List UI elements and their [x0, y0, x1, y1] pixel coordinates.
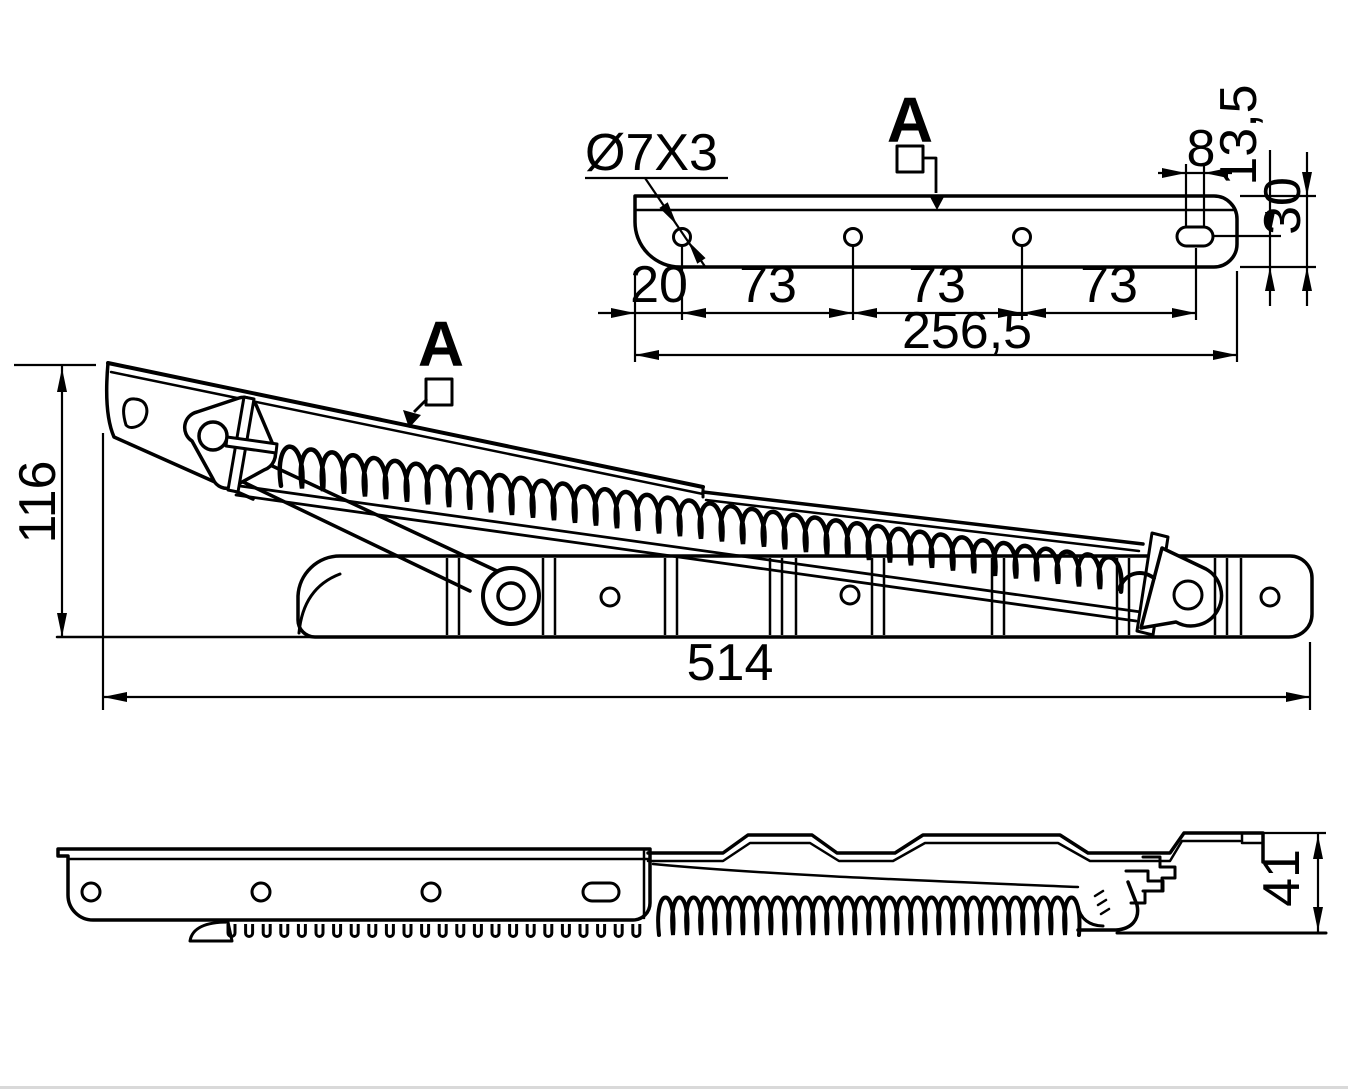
- side-view-hinge-hole: [197, 420, 229, 452]
- labels: Ø7X3 A A 20 73 73 73 256,5 8 13,5 30 116…: [9, 84, 1312, 907]
- dim-spacing-3: 73: [1080, 256, 1138, 314]
- dimension-arrow: [1162, 168, 1186, 178]
- bottom-view-hole-2: [250, 881, 272, 903]
- dimension-arrow: [1213, 350, 1237, 360]
- section-leader-top-view: [923, 156, 938, 193]
- dimension-arrow: [57, 368, 67, 392]
- side-view-spring-coil: [277, 444, 1124, 594]
- dimension-arrow: [1286, 692, 1310, 702]
- side-view-arm-edge-2: [235, 477, 472, 593]
- dim-plate-width: 30: [1254, 177, 1312, 235]
- side-view-rail-hole-2: [839, 584, 861, 606]
- top-view-plate-outline: [633, 194, 1239, 269]
- page-bottom-border: [0, 1086, 1348, 1089]
- generated-geometry: [14, 150, 1326, 938]
- section-leader-side-view: [413, 398, 428, 413]
- dimension-arrow: [1265, 267, 1275, 291]
- dimension-arrow: [635, 350, 659, 360]
- side-view-spring-anchor: [224, 435, 279, 455]
- bottom-view-latch-outer: [1076, 880, 1140, 932]
- bottom-view-right-tabs: [1141, 855, 1177, 893]
- dimension-arrow: [1022, 308, 1046, 318]
- side-view-right-bracket-hole: [1172, 579, 1204, 611]
- bottom-view-spring-coil: [656, 895, 1082, 937]
- dim-closed-height: 41: [1253, 849, 1311, 907]
- side-view-rail-hole-1: [599, 586, 621, 608]
- side-view-arm-foot-curve: [297, 572, 342, 635]
- bottom-view-plate-outline: [56, 847, 652, 922]
- dimension-arrow: [57, 613, 67, 637]
- dim-slot-width: 8: [1187, 120, 1216, 178]
- dimension-arrow: [611, 308, 635, 318]
- side-view-rail-hole-3: [1259, 586, 1281, 608]
- side-view-flat-bar-bottom: [704, 498, 1141, 553]
- section-marker-symbols: [403, 144, 945, 428]
- section-cut-triangle-side-view: [403, 410, 421, 428]
- side-view-teardrop-cutout: [122, 397, 149, 429]
- dim-spacing-1: 73: [739, 256, 797, 314]
- bottom-view-end-notch: [1240, 831, 1265, 845]
- dim-slot-to-edge: 13,5: [1210, 84, 1268, 185]
- side-view-link-rod-bottom: [234, 493, 1138, 623]
- dim-plate-length: 256,5: [902, 302, 1032, 360]
- side-view-link-rod-top: [238, 484, 1143, 614]
- bottom-view-left-hook: [188, 920, 234, 943]
- dimension-arrow: [1265, 212, 1275, 236]
- top-view: [633, 194, 1239, 269]
- dim-hole-offset: 20: [630, 256, 688, 314]
- dimension-arrow: [1204, 168, 1228, 178]
- dim-open-height: 116: [9, 461, 67, 544]
- dimension-arrow: [853, 308, 877, 318]
- bottom-view-plate-edge-curve: [651, 862, 1080, 889]
- dimension-arrow: [688, 241, 706, 264]
- dimension-arrow: [1302, 172, 1312, 196]
- side-view: [55, 361, 1314, 639]
- bottom-view-hole-3: [420, 881, 442, 903]
- side-view-pivot-hole: [496, 581, 526, 611]
- dimension-arrow: [1313, 907, 1323, 931]
- dimension-arrow: [103, 692, 127, 702]
- side-view-flat-bar-top: [701, 490, 1145, 546]
- dimension-arrow: [1302, 267, 1312, 291]
- bottom-view-rail-profile-inner: [646, 839, 1242, 863]
- bottom-view-hole-1: [80, 881, 102, 903]
- dimension-arrow: [1172, 308, 1196, 318]
- hole-callout-label: Ø7X3: [585, 124, 718, 182]
- section-marker-side-view: A: [418, 308, 464, 380]
- dim-spacing-2: 73: [908, 256, 966, 314]
- bottom-view-rail-profile-outer: [646, 831, 1265, 864]
- top-view-slot: [1175, 225, 1215, 248]
- section-cut-triangle-top-view: [929, 195, 945, 210]
- section-square-side-view: [424, 377, 454, 407]
- dimension-arrow: [659, 202, 677, 225]
- dimension-arrow: [682, 308, 706, 318]
- section-marker-top-view: A: [887, 84, 933, 156]
- bottom-view: [56, 831, 1328, 943]
- dimension-arrow: [829, 308, 853, 318]
- side-view-lift-plate-left-edge: [104, 361, 255, 501]
- bottom-view-latch-ticks: [1093, 889, 1111, 916]
- dim-overall-length: 514: [687, 634, 774, 692]
- top-view-hole-1: [672, 227, 692, 247]
- bottom-view-spring-teeth: [226, 924, 642, 938]
- dimension-arrow: [1313, 835, 1323, 859]
- side-view-lift-plate-inner: [109, 370, 705, 496]
- dimension-arrow: [998, 308, 1022, 318]
- top-view-hole-3: [1012, 227, 1032, 247]
- top-view-hole-2: [843, 227, 863, 247]
- bottom-view-latch-inner: [1076, 904, 1105, 928]
- side-view-lift-plate-top: [106, 361, 705, 489]
- bottom-view-slot: [581, 881, 621, 903]
